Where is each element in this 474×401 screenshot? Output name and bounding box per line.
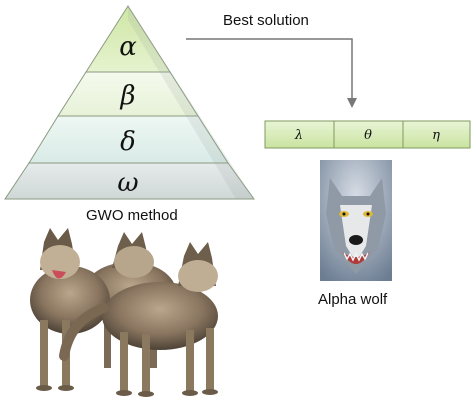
alpha-wolf-image [320,160,392,281]
wolf-pack-image [30,228,218,397]
alpha-wolf-caption: Alpha wolf [318,291,388,308]
pyramid-symbol-delta: δ [120,127,136,157]
solution-symbol-theta: θ [364,128,372,143]
solution-cell-eta [402,120,471,149]
solution-cell-theta [333,120,404,149]
arrow-head-icon [347,98,357,108]
solution-cell-lambda [264,120,335,149]
pyramid-tier-omega [4,162,255,200]
solution-symbol-eta: η [432,128,440,143]
pyramid-symbol-beta: β [119,81,135,111]
pyramid-symbol-omega: ω [117,168,138,198]
best-solution-label: Best solution [223,12,309,29]
solution-symbol-lambda: λ [294,128,303,143]
gwo-method-caption: GWO method [86,207,178,224]
best-solution-arrow [186,38,353,100]
pyramid-shade [128,6,254,199]
pyramid-symbol-alpha: α [119,32,137,62]
